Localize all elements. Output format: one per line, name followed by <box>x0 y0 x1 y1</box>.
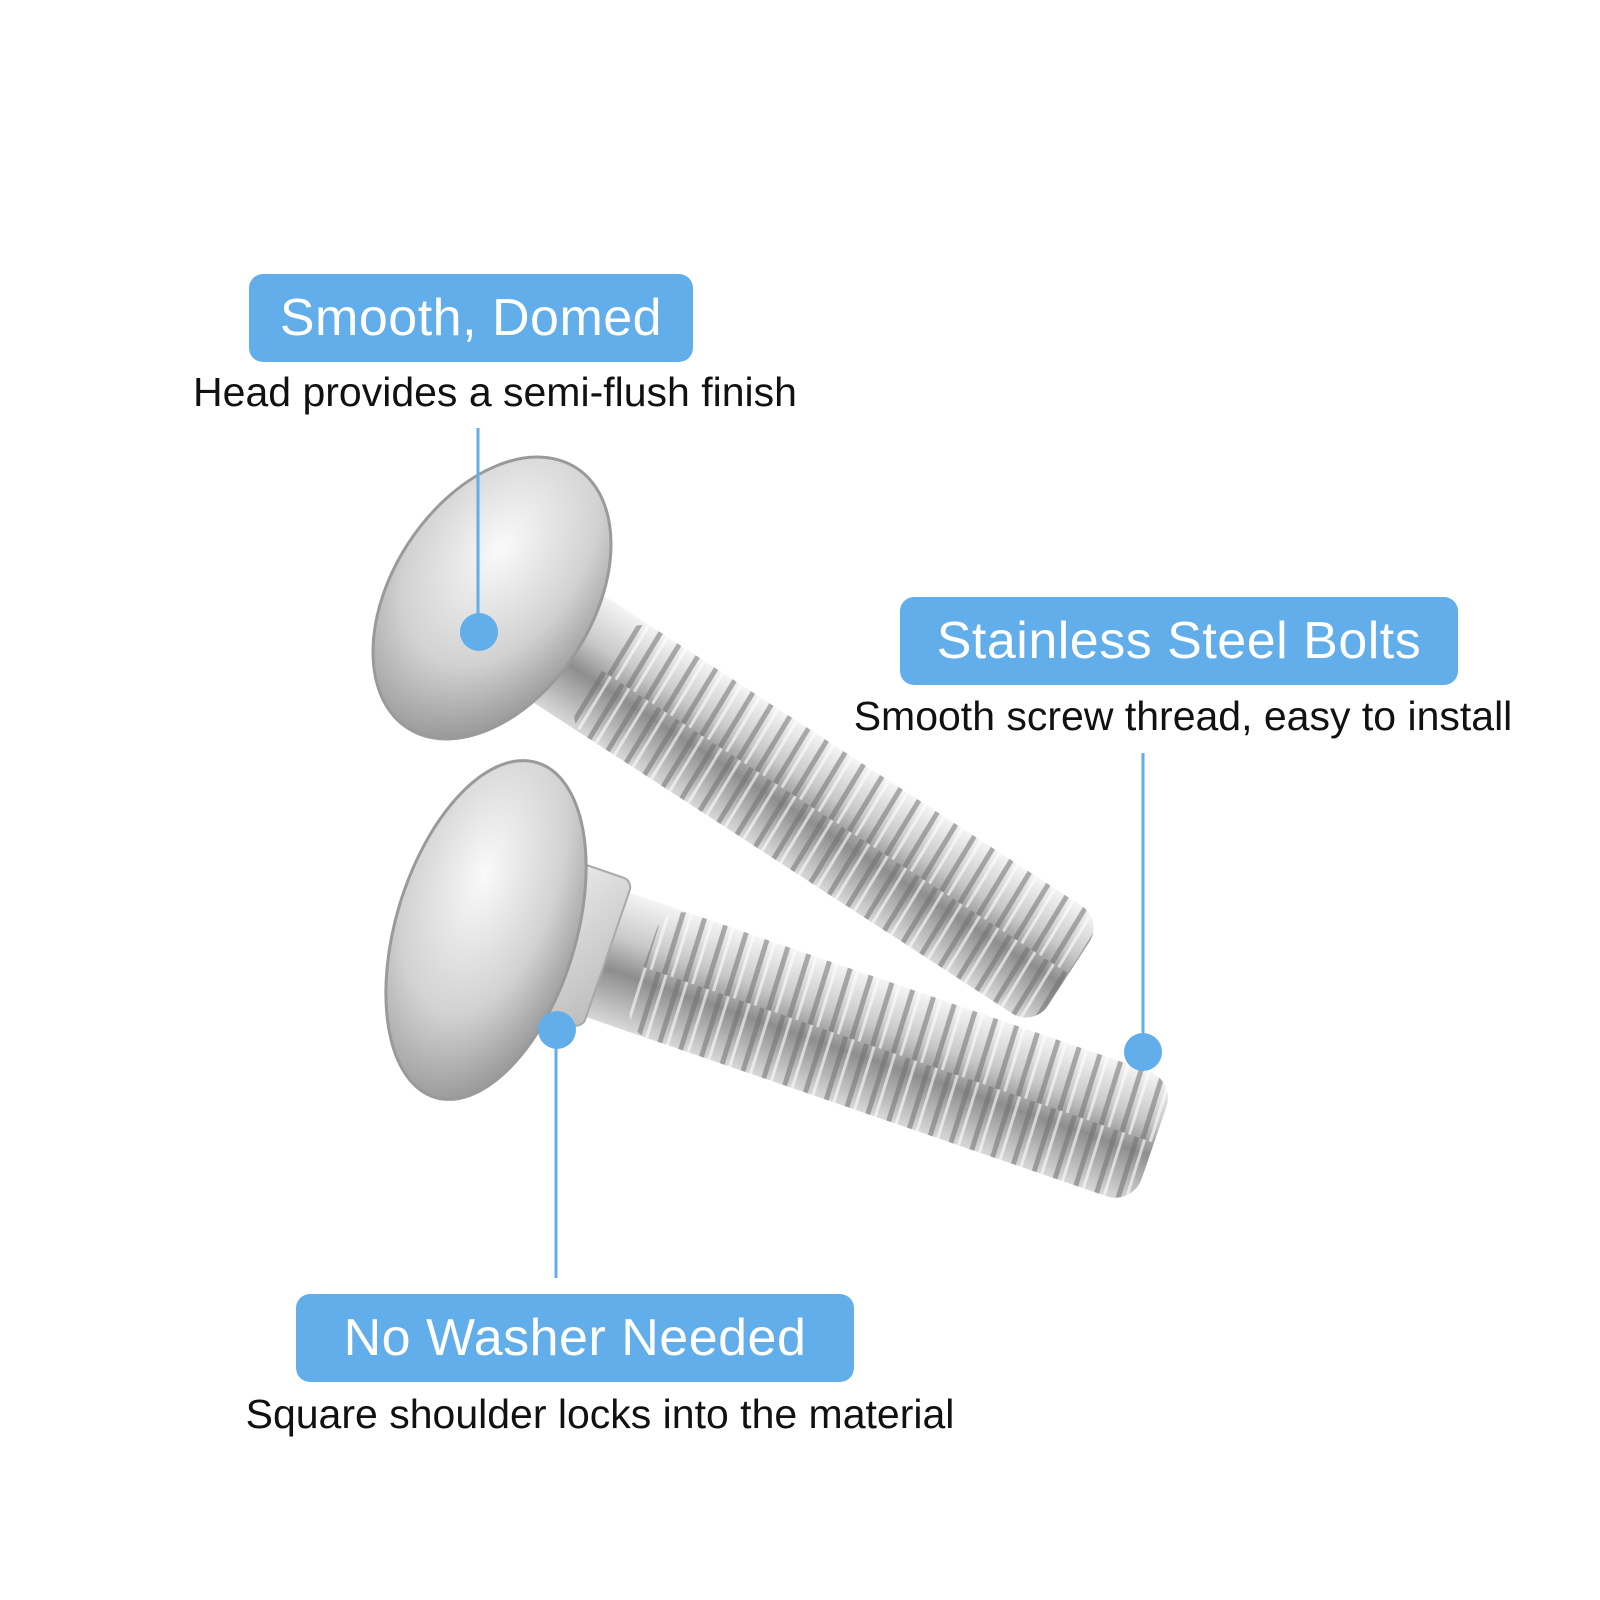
bolt-lower-domed-head <box>384 759 588 1101</box>
callout-description-head: Head provides a semi-flush finish <box>193 369 797 415</box>
bolt-lower-thread <box>629 912 1168 1198</box>
bolt-upper-thread <box>574 625 1094 1018</box>
dot-marker-icon <box>460 613 498 651</box>
dot-marker-icon <box>538 1011 576 1049</box>
callout-description-thread: Smooth screw thread, easy to install <box>853 693 1513 739</box>
dot-marker-icon <box>1124 1033 1162 1071</box>
bolt-upper-domed-head <box>371 455 613 741</box>
callout-title-head: Smooth, Domed <box>249 274 693 362</box>
callout-title-thread: Stainless Steel Bolts <box>900 597 1458 685</box>
callout-title-shoulder: No Washer Needed <box>296 1294 854 1382</box>
callout-description-shoulder: Square shoulder locks into the material <box>245 1391 955 1437</box>
